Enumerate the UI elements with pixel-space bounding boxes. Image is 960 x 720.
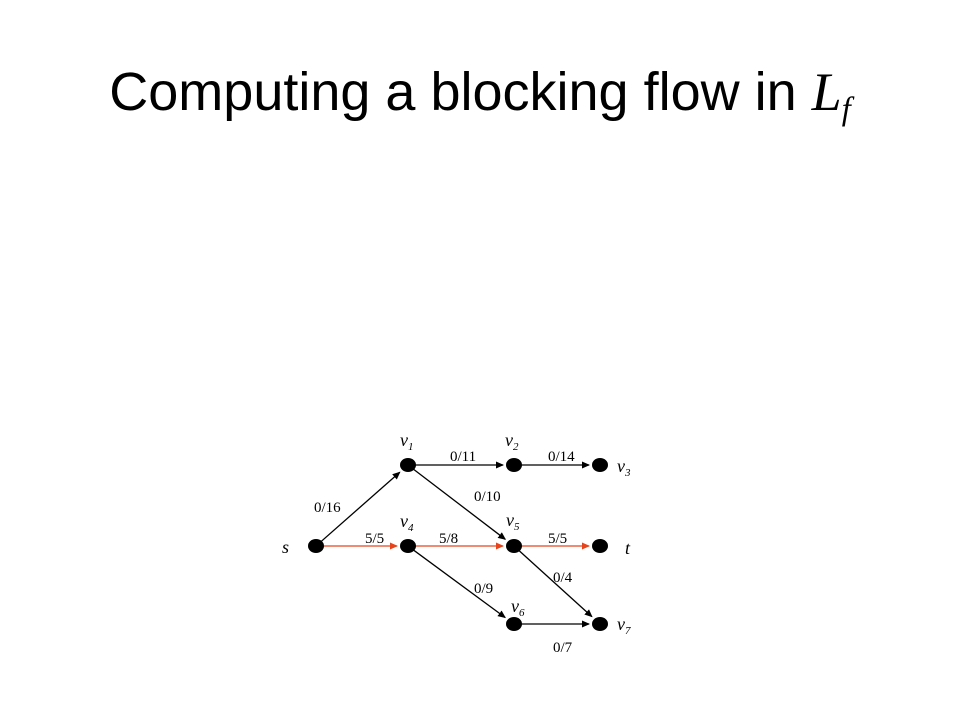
edge-label-s-v1: 0/16 <box>314 500 341 516</box>
edge-label-s-v4: 5/5 <box>365 531 384 547</box>
node-v4 <box>400 539 416 553</box>
node-label-v7: v7 <box>617 614 631 637</box>
edge-label-v4-v5: 5/8 <box>439 531 458 547</box>
node-label-v4: v4 <box>400 511 414 534</box>
node-label-v1: v1 <box>400 430 414 453</box>
edge-v5-v7 <box>515 546 593 618</box>
edge-label-v5-t: 5/5 <box>548 531 567 547</box>
title-text: Computing a blocking flow in <box>109 62 812 122</box>
node-v7 <box>592 617 608 631</box>
node-s <box>308 539 324 553</box>
nodes-layer <box>308 458 608 631</box>
node-v3 <box>592 458 608 472</box>
title-symbol-main: L <box>811 62 842 122</box>
node-label-v2: v2 <box>505 430 519 453</box>
edge-label-v1-v2: 0/11 <box>450 449 476 465</box>
node-label-s: s <box>282 537 289 557</box>
node-label-t: t <box>625 538 631 558</box>
edge-label-v1-v5: 0/10 <box>474 489 501 505</box>
node-label-v6: v6 <box>511 596 525 619</box>
node-v1 <box>400 458 416 472</box>
edge-v4-v6 <box>409 546 506 619</box>
node-v5 <box>506 539 522 553</box>
node-label-v3: v3 <box>617 456 631 479</box>
edge-label-v5-v7: 0/4 <box>553 570 573 586</box>
edge-label-v4-v6: 0/9 <box>474 581 493 597</box>
slide-title: Computing a blocking flow in Lf <box>0 60 960 130</box>
edge-label-v2-v3: 0/14 <box>548 449 575 465</box>
edges-layer <box>317 461 593 628</box>
node-t <box>592 539 608 553</box>
labels-layer: 0/16 5/5 0/11 0/10 0/14 5/8 0/9 5/5 0/4 0/7 s v1 v2 v… <box>282 430 631 656</box>
node-v6 <box>506 617 522 631</box>
title-symbol-sub: f <box>841 91 851 128</box>
node-label-v5: v5 <box>506 510 520 533</box>
node-v2 <box>506 458 522 472</box>
edge-s-v1 <box>317 471 401 546</box>
edge-v1-v5 <box>409 465 507 540</box>
title-symbol: Lf <box>811 62 851 128</box>
edge-label-v6-v7: 0/7 <box>553 640 573 656</box>
